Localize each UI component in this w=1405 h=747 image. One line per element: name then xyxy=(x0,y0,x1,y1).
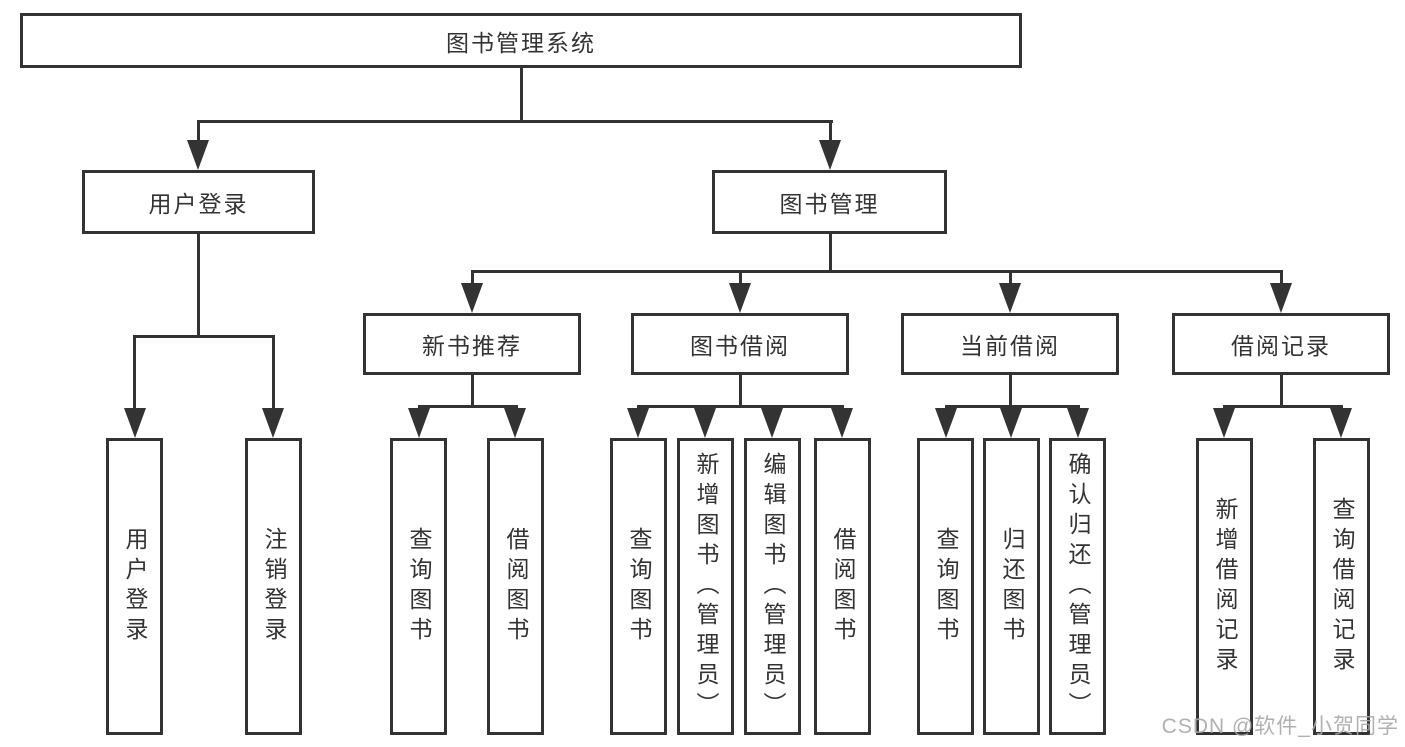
leaf-user-login: 用户登录 xyxy=(106,438,163,735)
leaf-label: 新增借阅记录 xyxy=(1212,496,1238,677)
connector-line xyxy=(829,233,832,273)
arrow-down-icon xyxy=(408,408,430,438)
leaf-query-books-borrowing: 查询图书 xyxy=(610,438,667,735)
connector-line xyxy=(829,120,832,146)
leaf-label: 查询借阅记录 xyxy=(1329,496,1355,677)
arrow-down-icon xyxy=(627,408,649,438)
node-label: 新书推荐 xyxy=(422,333,522,359)
leaf-label: 用户登录 xyxy=(122,526,148,647)
leaf-return-books: 归还图书 xyxy=(983,438,1040,735)
connector-line xyxy=(739,375,742,407)
arrow-down-icon xyxy=(761,408,783,438)
arrow-down-icon xyxy=(124,408,146,438)
connector-line xyxy=(1280,375,1283,407)
connector-line xyxy=(197,234,200,338)
connector-line xyxy=(197,120,833,123)
node-label: 当前借阅 xyxy=(960,333,1060,359)
leaf-borrow-books-borrowing: 借阅图书 xyxy=(814,438,871,735)
node-label: 图书管理系统 xyxy=(446,29,596,56)
node-book-management: 图书管理 xyxy=(712,170,947,234)
leaf-label: 注销登录 xyxy=(261,526,287,647)
leaf-label: 编辑图书（管理员） xyxy=(760,451,786,722)
leaf-edit-books-admin: 编辑图书（管理员） xyxy=(744,438,801,735)
node-borrowing-records: 借阅记录 xyxy=(1172,313,1390,375)
connector-line xyxy=(133,335,136,413)
arrow-down-icon xyxy=(819,140,841,170)
connector-line xyxy=(1009,270,1012,290)
node-label: 借阅记录 xyxy=(1231,333,1331,359)
leaf-label: 借阅图书 xyxy=(503,526,529,647)
arrow-down-icon xyxy=(1270,283,1292,313)
leaf-query-books-current: 查询图书 xyxy=(917,438,974,735)
arrow-down-icon xyxy=(1067,408,1089,438)
arrow-down-icon xyxy=(935,408,957,438)
node-book-borrowing: 图书借阅 xyxy=(631,313,849,375)
arrow-down-icon xyxy=(729,283,751,313)
watermark: CSDN @软件_小贺同学 xyxy=(1161,715,1399,738)
connector-line xyxy=(1280,270,1283,290)
arrow-down-icon xyxy=(1000,408,1022,438)
leaf-label: 查询图书 xyxy=(626,526,652,647)
arrow-down-icon xyxy=(1213,408,1235,438)
arrow-down-icon xyxy=(262,408,284,438)
leaf-label: 借阅图书 xyxy=(830,526,856,647)
connector-line xyxy=(471,270,474,290)
connector-line xyxy=(133,335,275,338)
connector-line xyxy=(637,405,844,408)
node-new-book-recommend: 新书推荐 xyxy=(363,313,581,375)
connector-line xyxy=(471,270,1282,273)
arrow-down-icon xyxy=(504,408,526,438)
connector-line xyxy=(1009,375,1012,407)
arrow-down-icon xyxy=(831,408,853,438)
arrow-down-icon xyxy=(999,283,1021,313)
node-label: 图书管理 xyxy=(779,191,880,217)
leaf-query-borrow-record: 查询借阅记录 xyxy=(1313,438,1370,735)
arrow-down-icon xyxy=(694,408,716,438)
leaf-add-borrow-record: 新增借阅记录 xyxy=(1196,438,1253,735)
leaf-label: 归还图书 xyxy=(999,526,1025,647)
node-user-login: 用户登录 xyxy=(82,170,315,234)
arrow-down-icon xyxy=(1330,408,1352,438)
leaf-label: 确认归还（管理员） xyxy=(1065,451,1091,722)
leaf-add-books-admin: 新增图书（管理员） xyxy=(677,438,734,735)
connector-line xyxy=(197,120,200,146)
leaf-logout-login: 注销登录 xyxy=(245,438,302,735)
node-label: 图书借阅 xyxy=(690,333,790,359)
arrow-down-icon xyxy=(461,283,483,313)
leaf-label: 新增图书（管理员） xyxy=(693,451,719,722)
node-library-system: 图书管理系统 xyxy=(20,13,1022,68)
leaf-borrow-books-recommend: 借阅图书 xyxy=(487,438,544,735)
leaf-label: 查询图书 xyxy=(406,526,432,647)
leaf-confirm-return-admin: 确认归还（管理员） xyxy=(1049,438,1106,735)
connector-line xyxy=(739,270,742,290)
connector-line xyxy=(1223,405,1343,408)
node-current-borrowing: 当前借阅 xyxy=(901,313,1119,375)
connector-line xyxy=(418,405,518,408)
connector-line xyxy=(272,335,275,413)
leaf-label: 查询图书 xyxy=(933,526,959,647)
node-label: 用户登录 xyxy=(148,191,249,217)
leaf-query-books-recommend: 查询图书 xyxy=(390,438,447,735)
connector-line xyxy=(520,68,523,122)
arrow-down-icon xyxy=(187,140,209,170)
connector-line xyxy=(471,375,474,407)
